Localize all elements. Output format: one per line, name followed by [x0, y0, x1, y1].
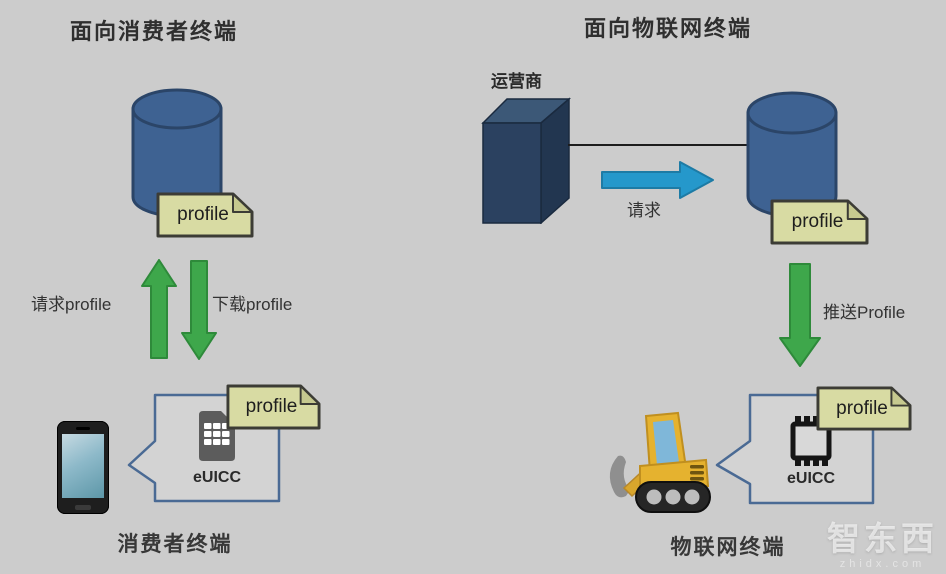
consumer-section-title: 面向消费者终端 [70, 19, 239, 44]
sim-card-icon [199, 411, 235, 461]
push-down-arrow-icon [779, 263, 821, 367]
download-profile-label: 下载profile [212, 295, 293, 314]
request-label: 请求 [627, 201, 661, 220]
phone-screen [62, 434, 104, 498]
watermark-brand: 智东西 [827, 519, 938, 557]
profile-note-label: profile [836, 397, 888, 419]
euicc-chip-icon [790, 416, 832, 466]
push-profile-label: 推送Profile [823, 303, 906, 322]
profile-note: profile [226, 384, 321, 430]
profile-note-label: profile [791, 211, 844, 232]
euicc-label: eUICC [192, 469, 241, 486]
request-up-arrow-icon [141, 259, 177, 359]
profile-note: profile [156, 192, 254, 238]
request-profile-label: 请求profile [31, 295, 112, 314]
profile-note: profile [770, 199, 869, 245]
smartphone-icon [57, 421, 109, 514]
download-down-arrow-icon [181, 260, 217, 360]
operator-label: 运营商 [491, 72, 542, 91]
profile-note-label: profile [245, 396, 298, 417]
phone-home-button [75, 505, 91, 510]
iot-device-label: 物联网终端 [670, 536, 786, 559]
operator-server-cube-icon [481, 97, 572, 224]
watermark: 智东西 zhidx.com [827, 519, 938, 570]
profile-note-label: profile [177, 204, 229, 225]
profile-note: profile [816, 386, 912, 431]
request-right-arrow-icon [601, 161, 714, 199]
note-shape-icon [156, 192, 254, 238]
excavator-icon [609, 411, 711, 513]
watermark-domain: zhidx.com [839, 557, 926, 570]
phone-speaker [76, 427, 90, 430]
consumer-device-label: 消费者终端 [117, 533, 233, 556]
note-shape-icon [770, 199, 869, 245]
euicc-label: eUICC [786, 470, 835, 487]
connector-line [568, 144, 747, 146]
note-shape-icon [816, 386, 912, 431]
note-shape-icon [226, 384, 321, 430]
iot-section-title: 面向物联网终端 [584, 16, 753, 41]
